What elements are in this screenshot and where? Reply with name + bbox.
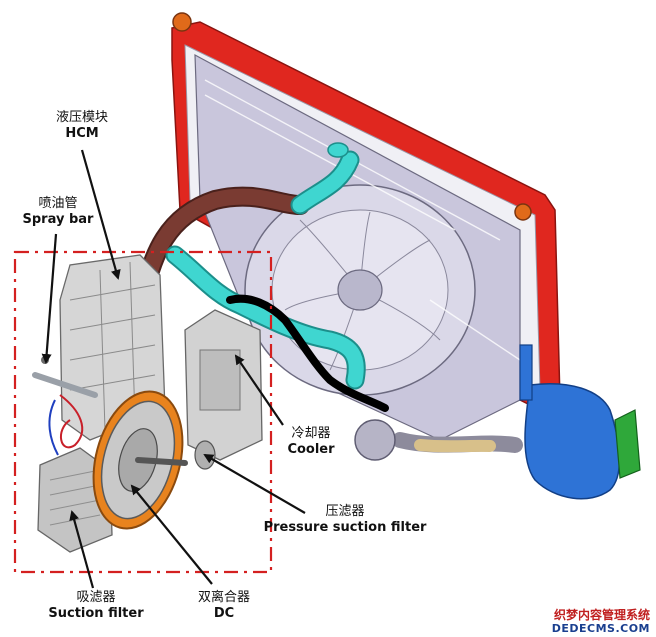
- coolant-reservoir: [519, 344, 621, 500]
- dual-clutch: [92, 390, 188, 530]
- watermark: 织梦内容管理系统 DEDECMS.COM: [552, 608, 650, 635]
- watermark-url: DEDECMS.COM: [551, 622, 650, 635]
- arrow-spray-bar: [41, 233, 58, 364]
- arrow-cooler: [234, 354, 284, 426]
- arrow-pressure-filter: [203, 453, 306, 514]
- label-hcm-en: HCM: [65, 126, 99, 141]
- label-pressure-filter: 压滤器 Pressure suction filter: [260, 504, 430, 536]
- label-suction-filter-cn: 吸滤器: [76, 590, 116, 605]
- fan-hub: [337, 269, 383, 311]
- label-dc-en: DC: [213, 606, 235, 621]
- watermark-cn: 织梦内容管理系统: [553, 608, 650, 622]
- label-suction-filter: 吸滤器 Suction filter: [40, 590, 152, 622]
- label-pressure-filter-cn: 压滤器: [325, 504, 365, 519]
- radiator-cap-right: [514, 203, 532, 221]
- arrow-dc: [130, 484, 213, 585]
- label-cooler-en: Cooler: [287, 442, 335, 457]
- beige-hose: [414, 439, 496, 453]
- black-oil-line: [226, 294, 389, 412]
- label-hcm: 液压模块 HCM: [40, 110, 124, 142]
- pointer-arrows: [41, 149, 306, 589]
- label-spray-bar-en: Spray bar: [22, 212, 94, 227]
- pressure-filter-housing: [184, 309, 263, 470]
- pump-body: [354, 419, 396, 461]
- label-cooler-cn: 冷却器: [291, 426, 331, 441]
- label-spray-bar-cn: 喷油管: [38, 196, 78, 211]
- coolant-pipes: [120, 142, 366, 390]
- label-dc-cn: 双离合器: [197, 590, 250, 605]
- red-wire: [59, 394, 84, 449]
- transmission-boundary: [13, 250, 273, 574]
- label-spray-bar: 喷油管 Spray bar: [10, 196, 106, 228]
- arrow-hcm: [80, 149, 121, 280]
- radiator-cap-top: [172, 12, 192, 32]
- label-pressure-filter-en: Pressure suction filter: [263, 520, 427, 535]
- label-suction-filter-en: Suction filter: [48, 606, 144, 621]
- label-dc: 双离合器 DC: [184, 590, 264, 622]
- blue-wire: [48, 399, 59, 456]
- label-hcm-cn: 液压模块: [55, 110, 108, 125]
- arrow-suction-filter: [69, 510, 95, 589]
- label-cooler: 冷却器 Cooler: [276, 426, 346, 458]
- green-bracket: [614, 409, 641, 479]
